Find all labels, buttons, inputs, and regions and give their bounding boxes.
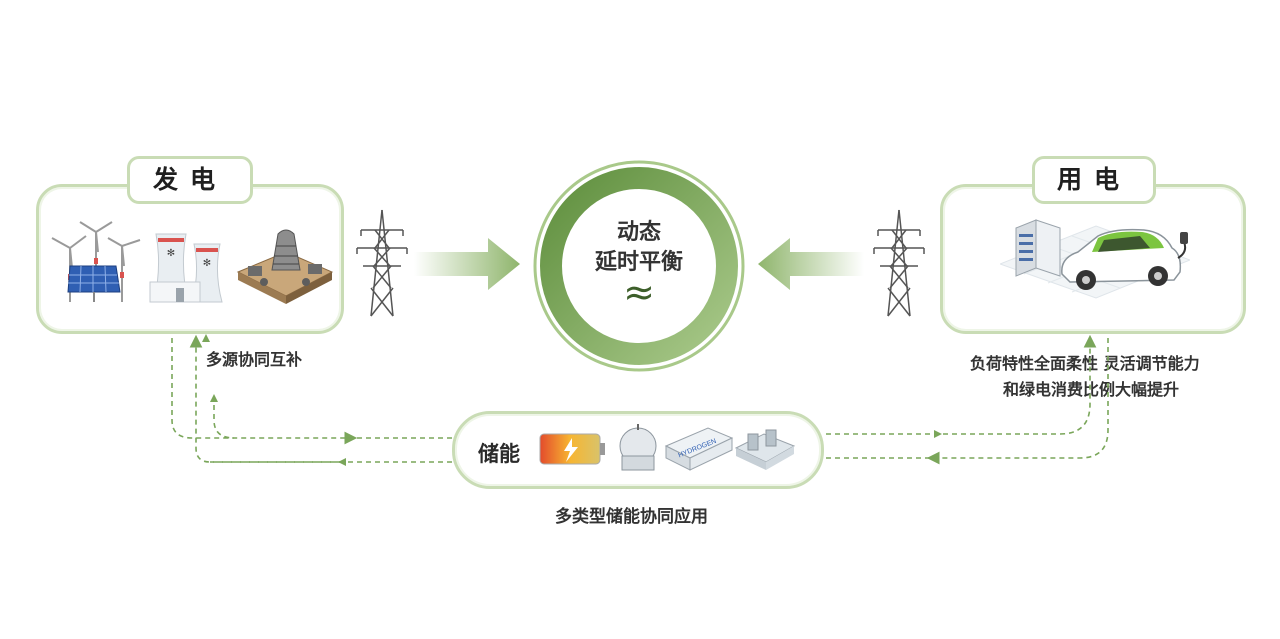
storage-label: 储能 — [478, 442, 520, 466]
compressed-air-icon — [734, 429, 796, 470]
electric-car-icon — [1061, 228, 1188, 290]
hydrogen-tank-icon: HYDROGEN — [664, 427, 734, 471]
generation-tag: 发电 — [127, 156, 253, 204]
nuclear-plant-icon: ✻ ✻ — [149, 233, 223, 303]
center-line2: 延时平衡 — [594, 250, 683, 275]
storage-caption: 多类型储能协同应用 — [555, 507, 708, 527]
consumption-tag: 用电 — [1032, 156, 1156, 204]
data-center-icon — [1015, 219, 1061, 277]
arrow-left-icon — [758, 238, 864, 290]
transmission-tower-icon — [356, 209, 408, 317]
generation-caption: 多源协同互补 — [206, 350, 303, 369]
svg-text:✻: ✻ — [167, 248, 175, 259]
consumption-caption-line2: 和绿电消费比例大幅提升 — [1003, 380, 1180, 399]
solar-panel-icon — [67, 265, 121, 302]
storage-tank-icon — [619, 424, 657, 471]
transmission-tower-icon — [873, 209, 925, 317]
consumption-caption-line1: 负荷特性全面柔性 灵活调节能力 — [970, 354, 1200, 373]
balance-ring — [533, 160, 745, 372]
svg-text:✻: ✻ — [203, 258, 211, 269]
center-line1: 动态 — [616, 220, 661, 245]
battery-icon — [539, 433, 605, 465]
hydro-plant-icon — [236, 229, 334, 304]
wave-icon: ≈ — [623, 270, 655, 314]
arrow-right-icon — [414, 238, 520, 290]
